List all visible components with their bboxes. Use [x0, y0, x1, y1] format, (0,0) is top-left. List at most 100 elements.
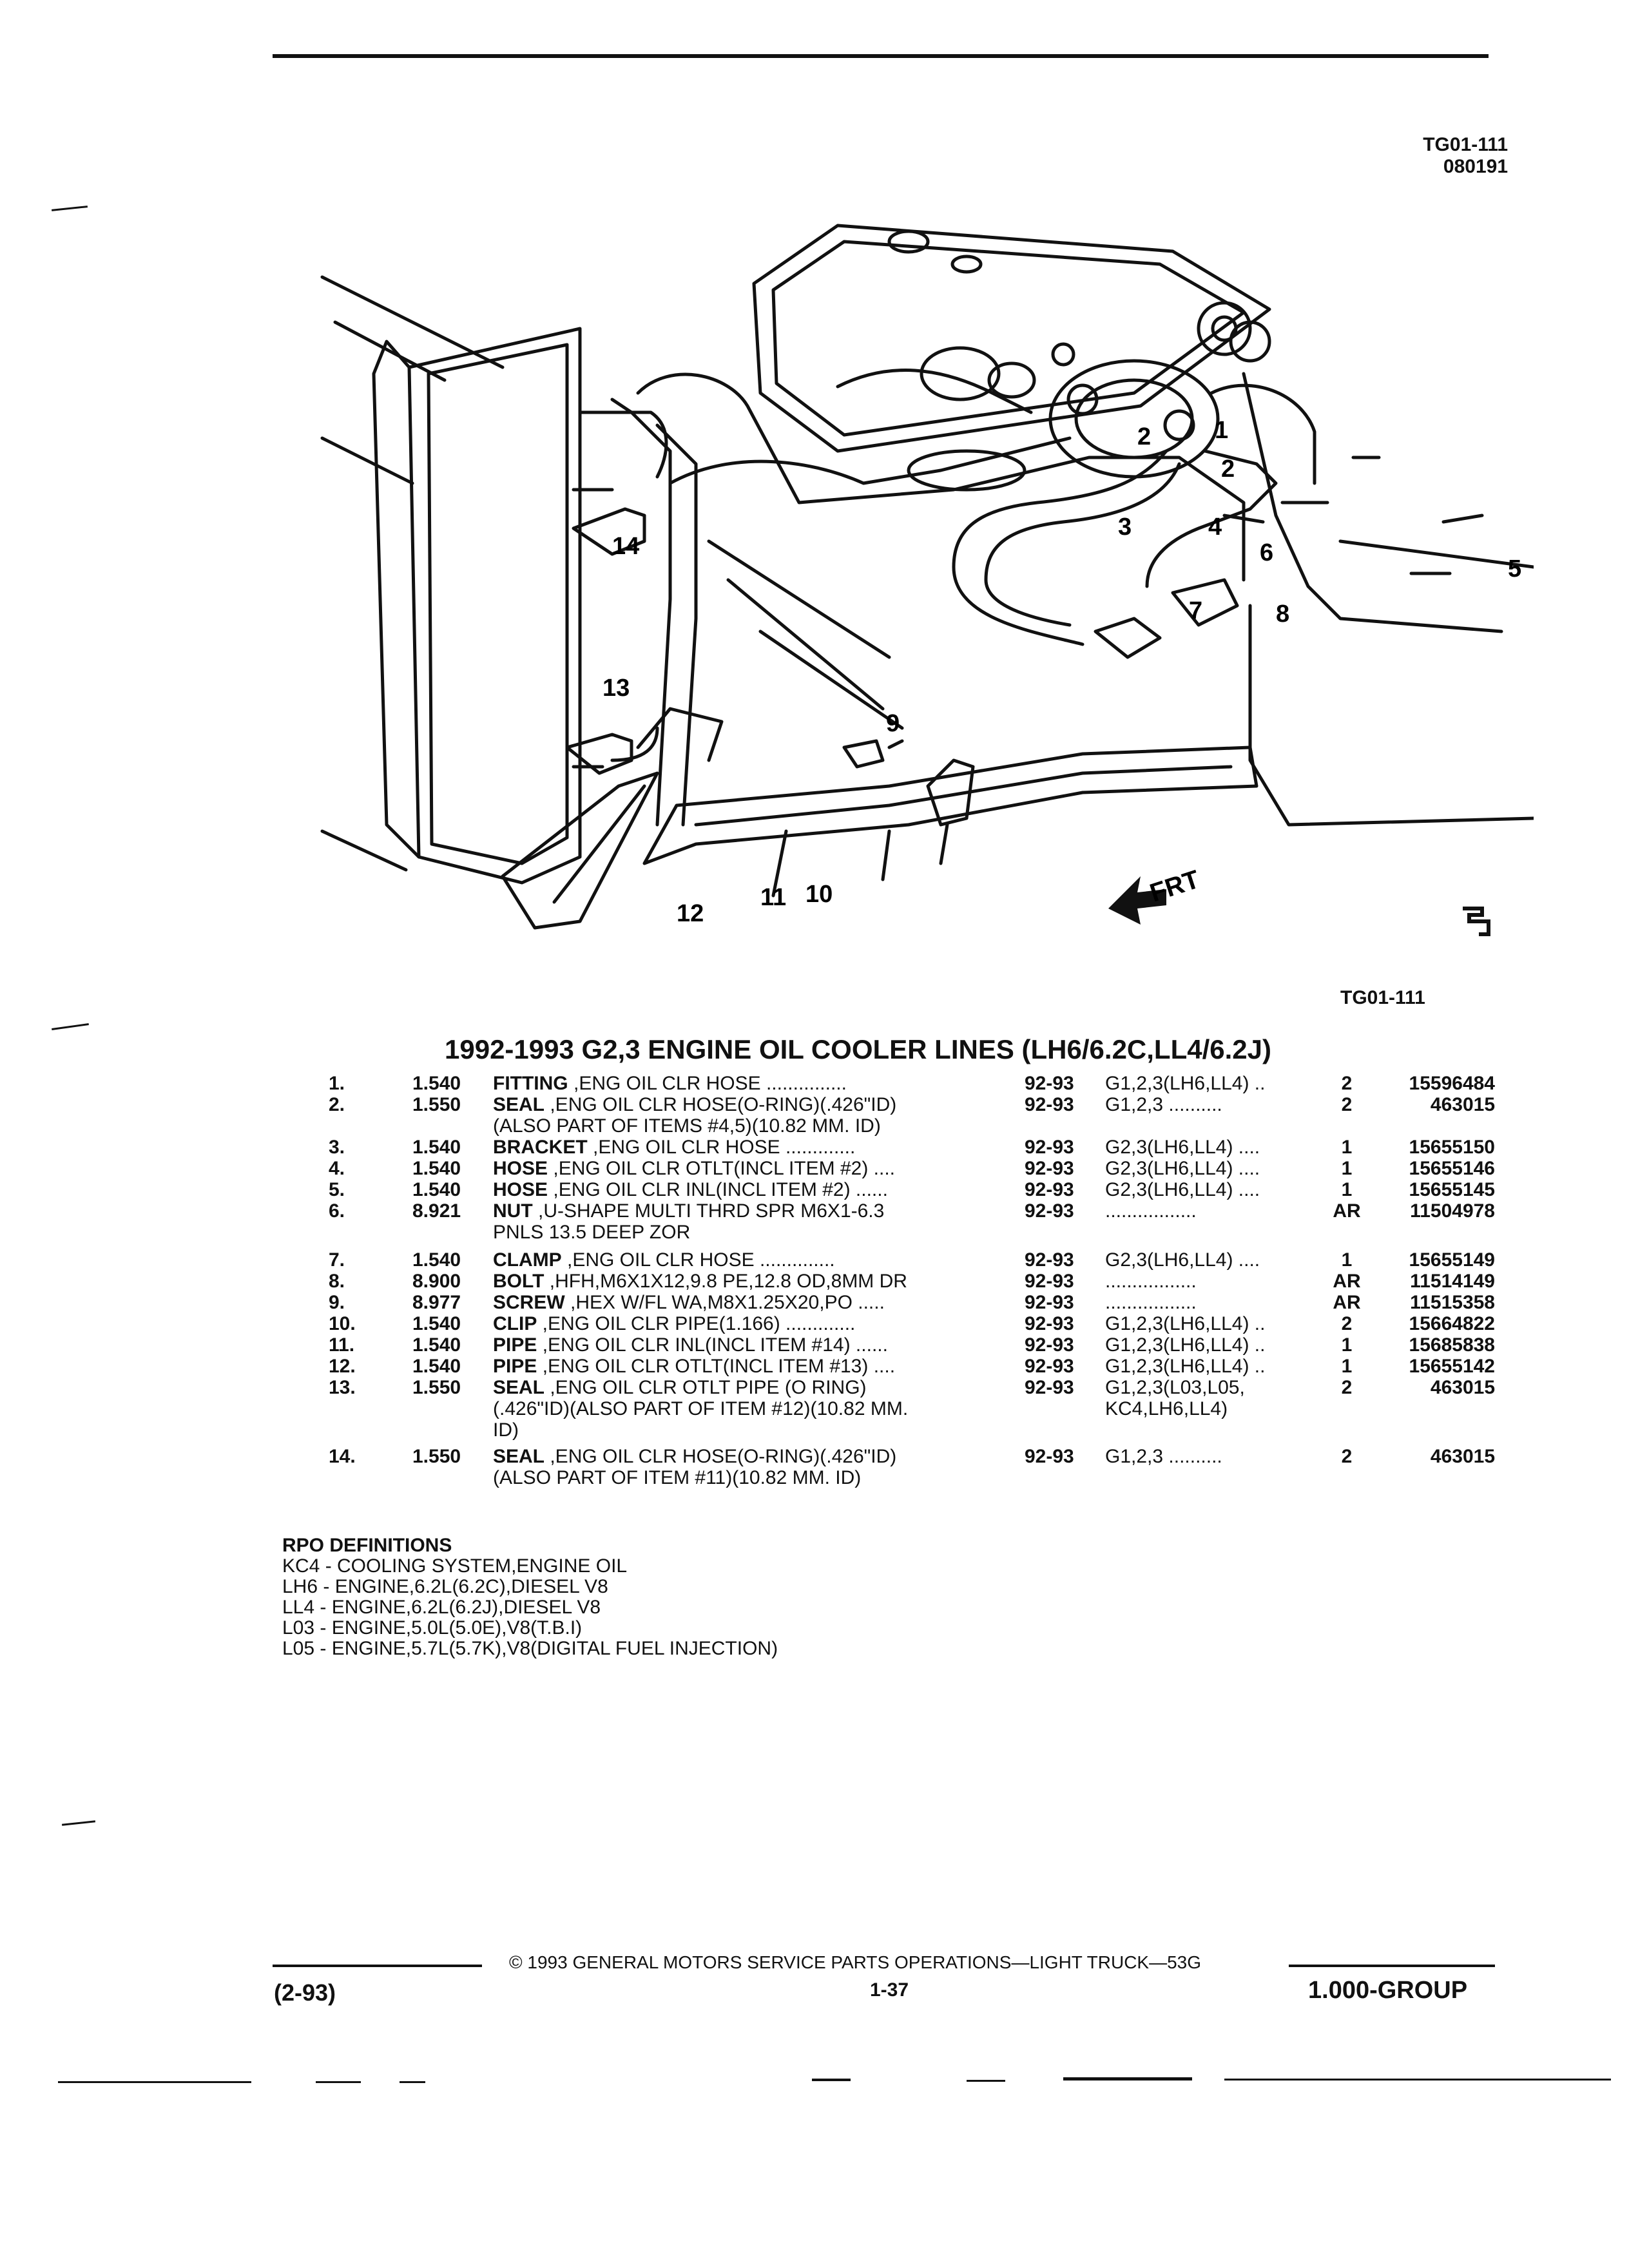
part-detail: ,ENG OIL CLR OTLT(INCL ITEM #13) .... — [537, 1356, 896, 1377]
part-name: HOSE — [493, 1158, 548, 1179]
valve-cover — [752, 224, 1271, 453]
section-number: 8.977 — [412, 1292, 461, 1313]
part-name: SEAL — [493, 1446, 545, 1467]
part-description: SEAL ,ENG OIL CLR HOSE(O-RING)(.426"ID) — [493, 1094, 896, 1115]
part-detail: ,ENG OIL CLR HOSE .............. — [561, 1249, 835, 1271]
model-years: 92-93 — [1025, 1073, 1074, 1094]
models: ................. — [1105, 1271, 1197, 1292]
item-number: 13. — [329, 1377, 356, 1398]
part-number: 15685838 — [1409, 1334, 1495, 1356]
model-years: 92-93 — [1025, 1179, 1074, 1200]
bottom-rule — [58, 2081, 251, 2083]
part-number: 15664822 — [1409, 1313, 1495, 1334]
part-detail: ,U-SHAPE MULTI THRD SPR M6X1-6.3 — [532, 1200, 885, 1222]
model-years: 92-93 — [1025, 1292, 1074, 1313]
part-detail: ,HFH,M6X1X12,9.8 PE,12.8 OD,8MM DR — [544, 1271, 907, 1292]
callout: 5 — [1508, 555, 1521, 582]
part-detail: ,ENG OIL CLR INL(INCL ITEM #2) ...... — [548, 1179, 888, 1200]
rpo-item: KC4 - COOLING SYSTEM,ENGINE OIL — [282, 1555, 628, 1577]
models: G1,2,3 .......... — [1105, 1094, 1222, 1115]
clip-10 — [926, 758, 975, 827]
part-description: CLIP ,ENG OIL CLR PIPE(1.166) ..........… — [493, 1313, 855, 1334]
model-years: 92-93 — [1025, 1271, 1074, 1292]
item-number: 3. — [329, 1137, 345, 1158]
engine-oil-cooler-lines-illustration: FRT 1 2 2 3 4 5 6 7 8 9 10 11 12 13 14 — [320, 224, 1534, 936]
model-years: 92-93 — [1025, 1249, 1074, 1271]
item-number: 1. — [329, 1073, 345, 1094]
callout: 7 — [1189, 597, 1202, 624]
fitting-13 — [565, 733, 633, 775]
gm-mark-icon — [1463, 907, 1490, 936]
callout: 9 — [886, 710, 900, 737]
part-number: 15655150 — [1409, 1137, 1495, 1158]
bottom-rule — [812, 2079, 851, 2081]
footer-rule-right — [1289, 1965, 1495, 1967]
quantity: 2 — [1341, 1073, 1353, 1094]
top-rule — [273, 54, 1489, 58]
part-detail: ,ENG OIL CLR HOSE ............... — [568, 1073, 847, 1094]
oil-cooler-outlet-hose — [984, 462, 1181, 627]
part-name: NUT — [493, 1200, 533, 1222]
part-detail: ,HEX W/FL WA,M8X1.25X20,PO ..... — [564, 1292, 885, 1313]
part-description: HOSE ,ENG OIL CLR INL(INCL ITEM #2) ....… — [493, 1179, 888, 1200]
part-description: BRACKET ,ENG OIL CLR HOSE ............. — [493, 1137, 855, 1158]
part-name: SEAL — [493, 1094, 545, 1115]
model-years: 92-93 — [1025, 1094, 1074, 1115]
item-number: 11. — [329, 1334, 355, 1356]
callout: 10 — [805, 881, 833, 908]
part-name: CLAMP — [493, 1249, 562, 1271]
models: G2,3(LH6,LL4) .... — [1105, 1137, 1260, 1158]
fitting-14 — [572, 507, 646, 556]
illustration-code-id: TG01-111 — [1423, 134, 1508, 155]
model-years: 92-93 — [1025, 1356, 1074, 1377]
callout: 11 — [760, 884, 786, 911]
group-label: 1.000-GROUP — [1308, 1977, 1468, 2004]
section-number: 1.540 — [412, 1313, 461, 1334]
bottom-rule — [316, 2081, 361, 2083]
callout: 2 — [1137, 423, 1151, 450]
part-detail: ,ENG OIL CLR OTLT PIPE (O RING) — [545, 1377, 867, 1398]
item-number: 2. — [329, 1094, 345, 1115]
part-description: SCREW ,HEX W/FL WA,M8X1.25X20,PO ..... — [493, 1292, 885, 1313]
model-years: 92-93 — [1025, 1377, 1074, 1398]
margin-mark — [61, 1820, 96, 1826]
part-detail: ,ENG OIL CLR PIPE(1.166) ............. — [537, 1313, 856, 1334]
callout: 14 — [612, 533, 639, 560]
part-detail: ,ENG OIL CLR HOSE(O-RING)(.426"ID) — [545, 1094, 897, 1115]
part-name: BOLT — [493, 1271, 545, 1292]
part-name: SCREW — [493, 1292, 565, 1313]
quantity: 2 — [1341, 1446, 1353, 1467]
quantity: 2 — [1341, 1094, 1353, 1115]
part-number: 15655142 — [1409, 1356, 1495, 1377]
part-name: HOSE — [493, 1179, 548, 1200]
part-number: 463015 — [1430, 1377, 1495, 1398]
section-number: 8.921 — [412, 1200, 461, 1222]
oil-cooler-inlet-hose — [952, 449, 1168, 646]
part-description: SEAL ,ENG OIL CLR OTLT PIPE (O RING) — [493, 1377, 867, 1398]
quantity: AR — [1333, 1200, 1361, 1222]
part-description: PIPE ,ENG OIL CLR OTLT(INCL ITEM #13) ..… — [493, 1356, 895, 1377]
callout: 1 — [1215, 417, 1228, 444]
quantity: 1 — [1341, 1179, 1353, 1200]
callout: 4 — [1208, 514, 1222, 541]
model-years: 92-93 — [1025, 1158, 1074, 1179]
section-number: 1.540 — [412, 1249, 461, 1271]
rpo-heading: RPO DEFINITIONS — [282, 1535, 452, 1556]
quantity: AR — [1333, 1292, 1361, 1313]
rpo-item: LH6 - ENGINE,6.2L(6.2C),DIESEL V8 — [282, 1576, 608, 1597]
quantity: 1 — [1341, 1158, 1353, 1179]
part-description-continuation: (ALSO PART OF ITEM #11)(10.82 MM. ID) — [493, 1467, 862, 1488]
part-description: PIPE ,ENG OIL CLR INL(INCL ITEM #14) ...… — [493, 1334, 888, 1356]
section-number: 8.900 — [412, 1271, 461, 1292]
model-years: 92-93 — [1025, 1313, 1074, 1334]
models: G1,2,3(LH6,LL4) .. — [1105, 1313, 1266, 1334]
model-years: 92-93 — [1025, 1446, 1074, 1467]
models: G2,3(LH6,LL4) .... — [1105, 1249, 1260, 1271]
part-number: 11504978 — [1410, 1200, 1495, 1222]
callout: 3 — [1118, 514, 1132, 541]
part-description-continuation: (ALSO PART OF ITEMS #4,5)(10.82 MM. ID) — [493, 1115, 881, 1137]
engine-block — [636, 372, 1246, 582]
item-number: 5. — [329, 1179, 345, 1200]
front-direction-label: FRT — [1146, 865, 1203, 908]
part-description: FITTING ,ENG OIL CLR HOSE ..............… — [493, 1073, 847, 1094]
